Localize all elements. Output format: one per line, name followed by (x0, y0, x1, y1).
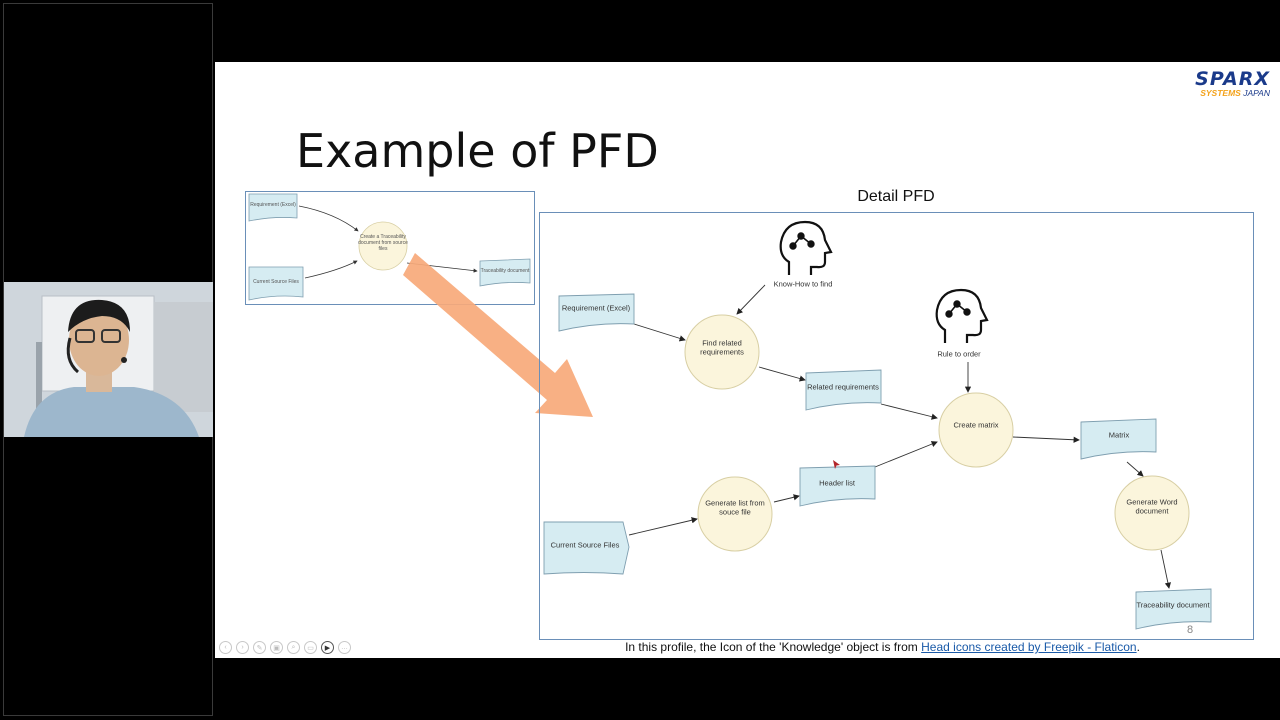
generate-list-label: Generate list from souce file (705, 498, 765, 517)
slideshow-toolbar: ‹ › ✎ ▣ ⌕ ▭ ▶ … (219, 641, 351, 657)
overview-pfd-frame (245, 191, 535, 305)
footer-attribution: In this profile, the Icon of the 'Knowle… (540, 640, 1225, 654)
mini-output-doc (479, 258, 531, 287)
presenter-video-image (4, 282, 213, 437)
knowhow-head-icon (779, 220, 833, 275)
mini-source-files-label: Current Source Files (253, 279, 299, 285)
pen-tool-button[interactable]: ✎ (253, 641, 266, 654)
mini-process-circle (358, 221, 408, 271)
current-source-files-doc (543, 521, 630, 575)
brand-logo-subtext: SYSTEMS JAPAN (1152, 88, 1270, 98)
traceability-document-label: Traceability document (1136, 600, 1210, 610)
slide-page-number: 8 (1187, 624, 1194, 636)
related-requirements-label: Related requirements (807, 382, 879, 392)
mouse-pointer-icon (833, 460, 840, 469)
zoom-button[interactable]: ⌕ (287, 641, 300, 654)
header-list-doc (799, 465, 876, 507)
camera-toggle-button[interactable]: ▶ (321, 641, 334, 654)
generate-word-label: Generate Word document (1126, 497, 1178, 516)
mini-process-label: Create a Traceability document from sour… (358, 234, 408, 252)
presenter-video[interactable] (4, 282, 213, 437)
related-requirements-doc (805, 369, 882, 411)
subtitles-button[interactable]: ▭ (304, 641, 317, 654)
matrix-doc (1080, 418, 1157, 460)
current-source-files-label: Current Source Files (550, 540, 620, 550)
see-all-slides-button[interactable]: ▣ (270, 641, 283, 654)
generate-word-circle (1114, 475, 1190, 551)
generate-list-circle (697, 476, 773, 552)
rule-to-order-label: Rule to order (937, 349, 981, 359)
rule-head-icon (935, 288, 989, 343)
slide-title: Example of PFD (296, 124, 659, 178)
detail-pfd-diagram (543, 220, 1212, 630)
requirement-label: Requirement (Excel) (561, 303, 631, 313)
mini-requirement-doc (248, 193, 298, 222)
sparx-systems-logo: SPARX SYSTEMS JAPAN (1152, 68, 1270, 102)
brand-logo-text: SPARX (1195, 68, 1270, 90)
overview-pfd-diagram (248, 193, 531, 301)
create-matrix-circle (938, 392, 1014, 468)
flaticon-attribution-link[interactable]: Head icons created by Freepik - Flaticon (921, 640, 1137, 654)
find-related-circle (684, 314, 760, 390)
requirement-doc (558, 293, 635, 332)
brand-japan-text: JAPAN (1243, 88, 1270, 98)
previous-slide-button[interactable]: ‹ (219, 641, 232, 654)
traceability-doc (1135, 588, 1212, 630)
footer-prefix: In this profile, the Icon of the 'Knowle… (625, 640, 922, 654)
knowhow-label: Know-How to find (773, 279, 833, 289)
more-options-button[interactable]: … (338, 641, 351, 654)
zoom-arrow-icon (403, 253, 593, 417)
brand-systems-text: SYSTEMS (1200, 88, 1241, 98)
mini-output-label: Traceability document (480, 268, 530, 274)
matrix-label: Matrix (1108, 430, 1130, 440)
mini-source-files-doc (248, 266, 304, 301)
find-related-label: Find related requirements (700, 338, 744, 357)
detail-pfd-title: Detail PFD (857, 188, 935, 205)
header-list-label: Header list (819, 478, 855, 488)
mini-requirement-label: Requirement (Excel) (250, 202, 296, 208)
create-matrix-label: Create matrix (953, 420, 999, 430)
next-slide-button[interactable]: › (236, 641, 249, 654)
footer-suffix: . (1136, 640, 1140, 654)
detail-pfd-frame (539, 212, 1254, 640)
